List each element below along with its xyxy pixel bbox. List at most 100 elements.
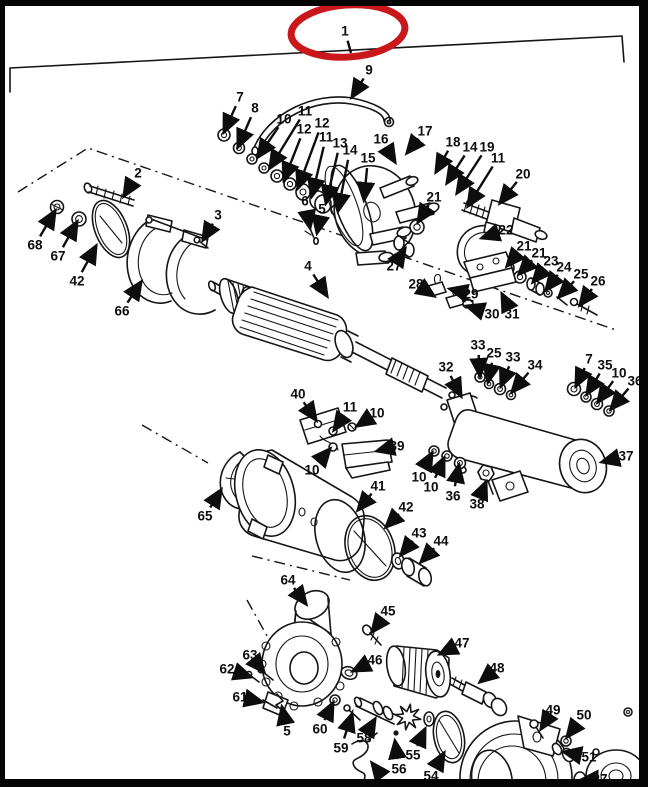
- callout-leader-42: [78, 242, 98, 273]
- callout-leader-41: [355, 490, 377, 513]
- callout-label-64: 64: [280, 573, 296, 588]
- callout-label-56: 56: [391, 762, 407, 777]
- callout-leader-6: [297, 208, 317, 232]
- callout-leader-36: [446, 461, 466, 487]
- callout-leader-14: [332, 159, 351, 215]
- callout-label-31: 31: [504, 307, 520, 322]
- commutator-end-head: [324, 164, 440, 266]
- callout-leader-23: [530, 262, 553, 285]
- washer-67: [71, 211, 87, 227]
- o-ring-42-lower: [344, 514, 396, 582]
- callout-leader-33: [499, 365, 517, 390]
- callout-label-7: 7: [585, 352, 593, 367]
- callout-label-60: 60: [312, 722, 327, 737]
- callout-leader-55: [408, 725, 427, 750]
- callout-leader-67: [59, 218, 79, 248]
- callout-label-20: 20: [515, 167, 530, 182]
- callout-label-61: 61: [232, 690, 248, 705]
- callout-label-22: 22: [498, 223, 513, 238]
- callout-leader-44: [418, 542, 441, 565]
- callout-leader-19: [455, 154, 483, 197]
- o-ring-42-upper: [91, 199, 131, 259]
- callout-label-5: 5: [318, 202, 326, 217]
- washers-33-34: [474, 371, 517, 401]
- callout-label-6: 6: [301, 194, 309, 209]
- callout-label-27: 27: [592, 772, 607, 787]
- callout-leader-11: [331, 409, 353, 433]
- callout-leader-35: [585, 372, 605, 398]
- callout-label-4: 4: [304, 259, 312, 274]
- callout-label-25: 25: [573, 267, 589, 282]
- callout-leader-58: [357, 715, 377, 740]
- callout-label-46: 46: [367, 653, 383, 668]
- callout-leader-37: [598, 448, 622, 467]
- callout-leader-29: [446, 283, 470, 303]
- callout-label-68: 68: [27, 238, 43, 253]
- field-frame-41: [233, 449, 366, 574]
- callout-label-11: 11: [343, 400, 358, 415]
- callout-leader-4: [309, 273, 329, 300]
- callout-label-1: 1: [341, 24, 349, 39]
- callout-leader-16: [377, 141, 397, 166]
- callout-label-66: 66: [114, 304, 130, 319]
- callout-leader-24: [543, 269, 565, 293]
- callout-leader-46: [349, 654, 374, 673]
- callout-leader-17: [404, 132, 426, 156]
- callout-leader-21: [516, 254, 539, 277]
- screw-45: [361, 624, 382, 646]
- callout-leader-65: [203, 486, 223, 511]
- callout-leader-5: [311, 213, 331, 237]
- thru-bolt-2: [83, 182, 135, 207]
- callout-leader-5: [276, 703, 296, 727]
- callout-leader-34: [509, 371, 531, 395]
- callout-label-10: 10: [611, 366, 626, 381]
- callout-label-35: 35: [597, 358, 613, 373]
- bolt-38: [477, 464, 495, 495]
- callout-leader-39: [373, 437, 397, 456]
- callout-label-10: 10: [304, 463, 319, 478]
- callout-label-23: 23: [543, 254, 559, 269]
- callout-label-43: 43: [411, 526, 427, 541]
- callout-leader-7: [222, 105, 241, 136]
- callout-leader-10: [310, 446, 333, 469]
- callout-leader-9: [350, 76, 370, 101]
- callout-leader-49: [539, 708, 559, 733]
- armature-4: [207, 277, 447, 399]
- callout-label-54: 54: [423, 769, 439, 784]
- callout-label-21: 21: [531, 246, 547, 261]
- clamp-band-66: [126, 214, 216, 315]
- callout-leader-10: [427, 454, 446, 479]
- callout-leader-56: [388, 737, 408, 761]
- callout-leader-38: [470, 478, 489, 503]
- callout-leader-22: [478, 223, 503, 242]
- callout-leader-43: [398, 534, 420, 558]
- callout-label-37: 37: [618, 449, 633, 464]
- bushing-44: [400, 557, 433, 587]
- callout-leader-47: [436, 637, 461, 656]
- callout-label-11: 11: [319, 130, 334, 145]
- callout-leader-50: [564, 716, 586, 740]
- callout-leader-14: [445, 154, 466, 187]
- callout-leader-10: [414, 449, 434, 474]
- screw-washer-5-6: [304, 225, 319, 246]
- callout-label-39: 39: [389, 439, 404, 454]
- callout-leader-36: [608, 387, 631, 412]
- callout-label-41: 41: [370, 479, 386, 494]
- callout-leader-59: [337, 710, 356, 739]
- figure-frame: [9, 35, 625, 93]
- callout-label-19: 19: [479, 140, 494, 155]
- callout-label-10: 10: [369, 406, 384, 421]
- callout-label-25: 25: [486, 346, 502, 361]
- callout-label-11: 11: [491, 151, 506, 166]
- callout-leader-27: [387, 245, 407, 270]
- callout-label-65: 65: [197, 509, 213, 524]
- callout-label-47: 47: [454, 636, 469, 651]
- callout-label-2: 2: [134, 166, 142, 181]
- callout-label-11: 11: [298, 104, 313, 119]
- clutch-drive-47: [385, 645, 452, 699]
- callout-label-59: 59: [333, 741, 348, 756]
- callout-label-34: 34: [527, 358, 543, 373]
- callout-label-10: 10: [276, 112, 291, 127]
